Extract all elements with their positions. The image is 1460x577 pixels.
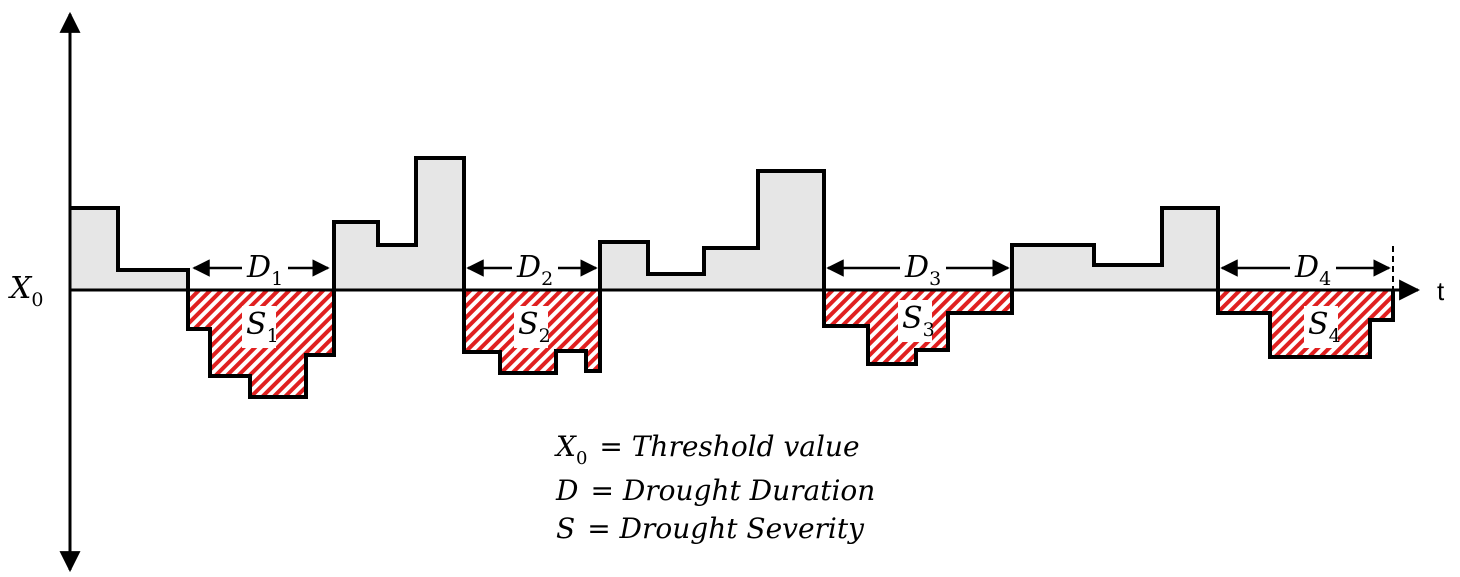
- severity-label-3: S3: [902, 301, 935, 341]
- duration-label-2: D2: [516, 250, 553, 290]
- legend-duration: D= Drought Duration: [555, 474, 875, 507]
- surplus-area-4: [1012, 208, 1218, 290]
- duration-label-1: D1: [246, 250, 283, 290]
- legend-threshold: X0= Threshold value: [554, 430, 860, 469]
- surplus-area-1: [70, 208, 188, 290]
- time-axis-label: t: [1437, 276, 1445, 306]
- duration-label-3: D3: [904, 250, 941, 290]
- surplus-area-2: [334, 158, 464, 290]
- severity-label-1: S1: [246, 307, 279, 347]
- legend-severity: S= Drought Severity: [556, 512, 865, 545]
- severity-label-2: S2: [518, 307, 551, 347]
- threshold-label: X0: [8, 271, 43, 311]
- step-series-line: [70, 156, 1395, 399]
- severity-label-4: S4: [1308, 307, 1341, 347]
- surplus-area-3: [600, 171, 824, 290]
- duration-label-4: D4: [1294, 250, 1331, 290]
